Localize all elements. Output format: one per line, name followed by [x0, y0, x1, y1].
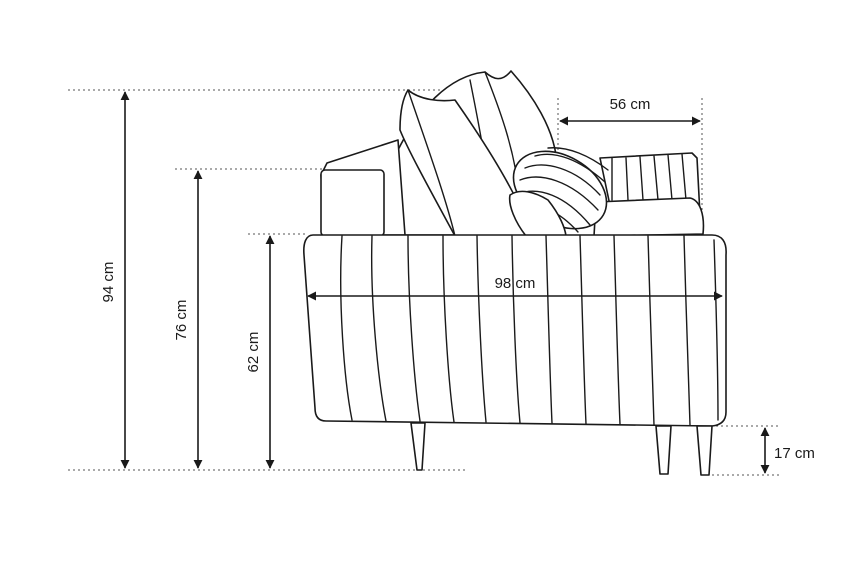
- dimension-labels: 94 cm 76 cm 62 cm 98 cm 56 cm 17 cm: [100, 96, 815, 462]
- channel-stitching: [340, 235, 719, 426]
- label-seat-depth: 56 cm: [610, 96, 651, 113]
- leg-back-right: [696, 425, 713, 476]
- label-backrest-height: 76 cm: [173, 300, 190, 341]
- dimension-arrows: [120, 91, 770, 474]
- seat-cushion: [593, 197, 705, 237]
- small-pillow: [508, 190, 567, 237]
- label-width: 98 cm: [495, 275, 536, 292]
- leg-front-right: [655, 425, 672, 475]
- back-block: [320, 169, 385, 237]
- label-leg-height: 17 cm: [774, 445, 815, 462]
- leg-front-left: [410, 422, 426, 471]
- label-total-height: 94 cm: [100, 262, 117, 303]
- sofa-illustration: [303, 70, 727, 476]
- label-armrest-height: 62 cm: [245, 332, 262, 373]
